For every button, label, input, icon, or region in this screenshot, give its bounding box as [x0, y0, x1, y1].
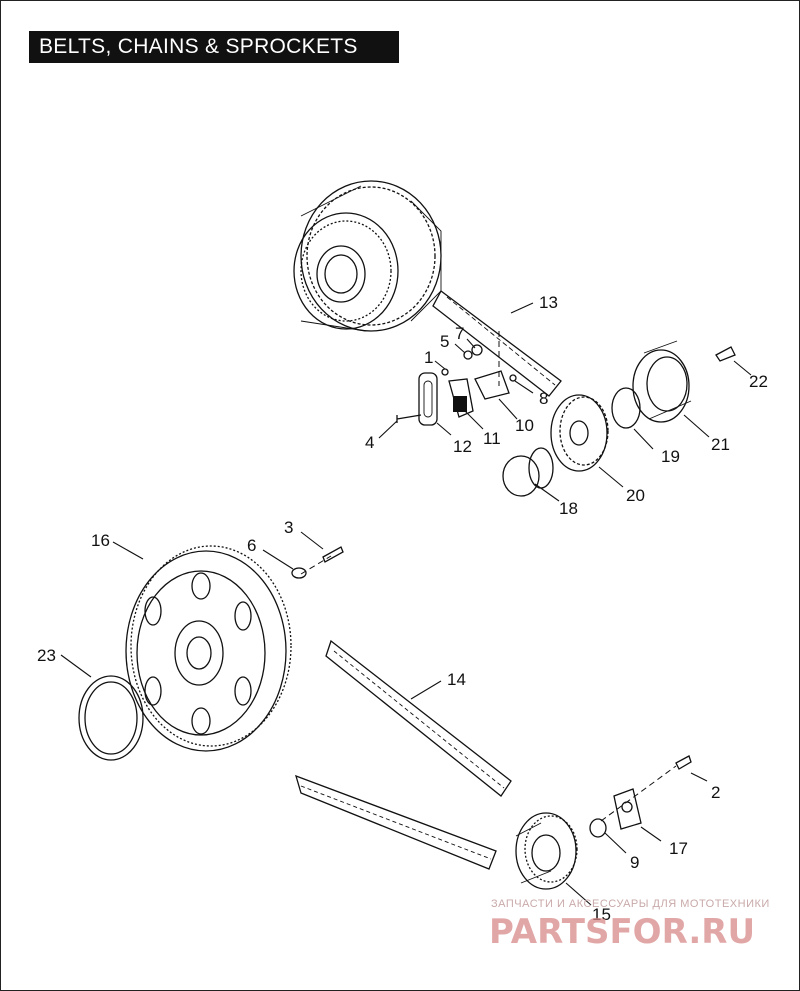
leader-lines	[60, 302, 752, 906]
callout-12: 12	[453, 437, 472, 456]
callout-10: 10	[515, 416, 534, 435]
drive-belt-drawing	[295, 639, 512, 870]
primary-chain-drawing	[432, 290, 562, 397]
callout-19: 19	[661, 447, 680, 466]
callout-9: 9	[630, 853, 639, 872]
callout-2: 2	[711, 783, 720, 802]
callout-4: 4	[365, 433, 374, 452]
callout-20: 20	[626, 486, 645, 505]
callout-14: 14	[447, 670, 466, 689]
callout-22: 22	[749, 372, 768, 391]
chain-adjuster-drawing	[396, 344, 517, 426]
callout-21: 21	[711, 435, 730, 454]
callout-8: 8	[539, 389, 548, 408]
callout-11: 11	[483, 429, 501, 448]
callout-16: 16	[91, 531, 110, 550]
callout-13: 13	[539, 293, 558, 312]
watermark-brand: PARTSFOR.RU	[489, 912, 755, 952]
callout-5: 5	[440, 332, 449, 351]
watermark-tagline: ЗАПЧАСТИ И АКСЕССУАРЫ ДЛЯ МОТОТЕХНИКИ	[491, 898, 770, 910]
callout-labels: 1 2 3 4 5 6 7 8 9 10 11 12 13 14 15 16 1…	[37, 293, 768, 924]
callout-18: 18	[559, 499, 578, 518]
compensator-drawing	[502, 340, 736, 497]
callout-7: 7	[455, 324, 464, 343]
callout-23: 23	[37, 646, 56, 665]
rear-sprocket-drawing	[78, 545, 344, 761]
callout-3: 3	[284, 518, 293, 537]
callout-1: 1	[424, 348, 433, 367]
clutch-assembly-drawing	[293, 180, 442, 332]
callout-6: 6	[247, 536, 256, 555]
callout-17: 17	[669, 839, 688, 858]
transmission-sprocket-drawing	[515, 755, 692, 890]
page-title: BELTS, CHAINS & SPROCKETS	[29, 31, 399, 63]
callout-15: 15	[592, 905, 611, 924]
watermark: ЗАПЧАСТИ И АКСЕССУАРЫ ДЛЯ МОТОТЕХНИКИ PA…	[489, 898, 770, 952]
